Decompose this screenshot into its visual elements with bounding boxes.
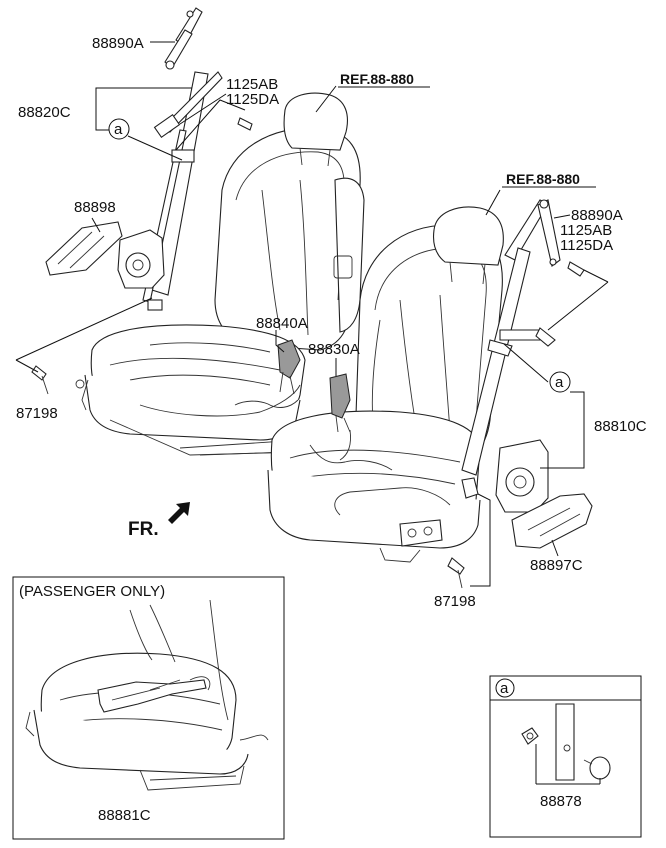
- leader-lines: [15, 41, 609, 760]
- label-ref-right: REF.88-880: [506, 171, 580, 187]
- label-88878: 88878: [540, 793, 582, 810]
- label-1125da-right: 1125DA: [560, 237, 613, 254]
- label-88830a: 88830A: [308, 341, 360, 358]
- callout-circle-detail: [495, 678, 515, 698]
- label-88890a-right: 88890A: [571, 207, 623, 224]
- label-ref-left: REF.88-880: [340, 71, 414, 87]
- label-1125ab-right: 1125AB: [560, 222, 612, 239]
- callout-circle-right: [549, 371, 571, 393]
- label-88898: 88898: [74, 199, 116, 216]
- detail-box-a: [489, 675, 642, 838]
- label-88890a-left: 88890A: [92, 35, 144, 52]
- callout-label-left: a: [114, 121, 123, 138]
- label-88897c: 88897C: [530, 557, 583, 574]
- passenger-belt-drawing: [447, 199, 593, 589]
- driver-belt-drawing: [31, 7, 253, 395]
- callout-label-right: a: [555, 374, 564, 391]
- front-direction-arrow-icon: [168, 502, 190, 524]
- label-inset-title: (PASSENGER ONLY): [19, 583, 165, 600]
- label-1125ab-left: 1125AB: [226, 76, 278, 93]
- callout-circle-left: [108, 118, 130, 140]
- label-88840a: 88840A: [256, 315, 308, 332]
- passenger-only-inset: [12, 576, 285, 840]
- label-88810c: 88810C: [594, 418, 647, 435]
- label-88881c: 88881C: [98, 807, 151, 824]
- label-fr: FR.: [128, 519, 159, 540]
- callout-label-detail: a: [500, 680, 509, 697]
- label-1125da-left: 1125DA: [226, 91, 279, 108]
- label-88820c: 88820C: [18, 104, 71, 121]
- label-87198-left: 87198: [16, 405, 58, 422]
- passenger-seat-drawing: [267, 206, 504, 563]
- label-87198-right: 87198: [434, 593, 476, 610]
